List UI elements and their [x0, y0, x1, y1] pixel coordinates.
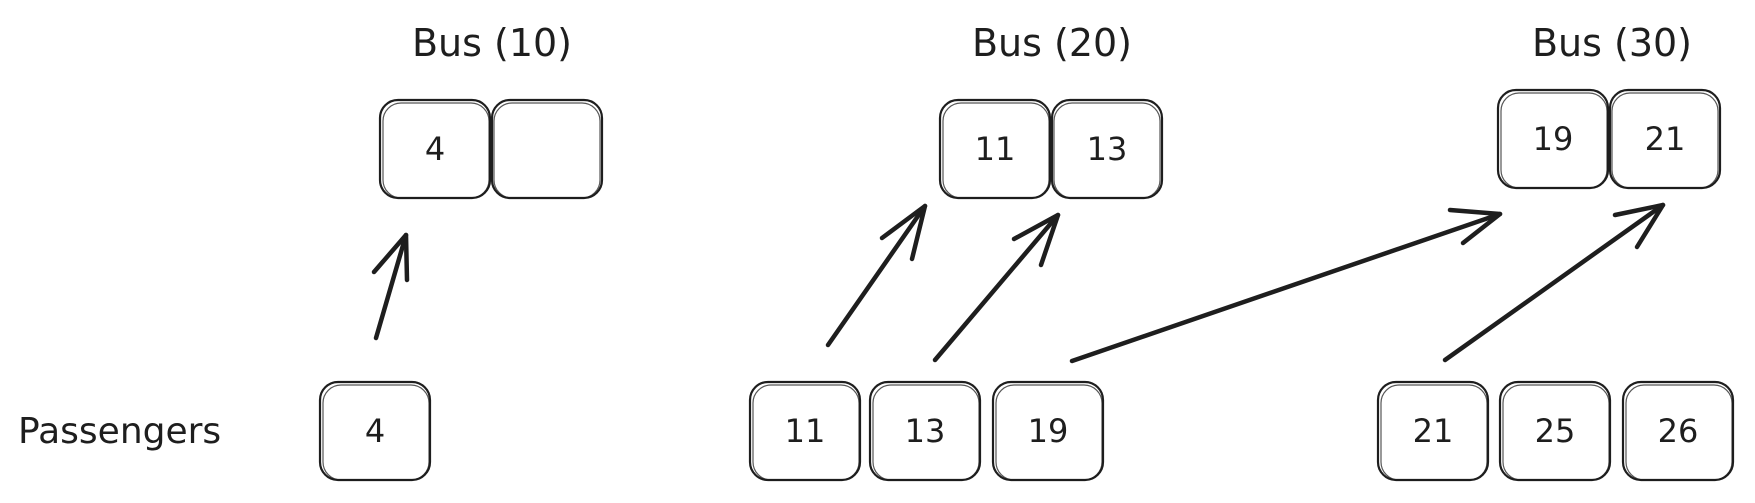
bus-3-slot-2-outline: [1611, 92, 1719, 189]
passenger-box-outline: [1502, 384, 1610, 481]
passenger-value: 25: [1535, 412, 1576, 450]
bus-3-slots: 19 21: [1496, 88, 1722, 190]
arrow-head-icon: [1011, 212, 1061, 268]
passenger-value: 4: [365, 412, 385, 450]
bus-1-slots: 4: [378, 98, 604, 200]
arrow-head-icon: [371, 232, 410, 283]
arrow-21-to-bus-30: [1442, 202, 1666, 363]
passenger-box-outline: [1625, 384, 1733, 481]
bus-3-slot-2-value: 21: [1645, 120, 1686, 158]
bus-title-2: Bus (20): [972, 21, 1132, 65]
bus-title-3: Bus (30): [1532, 21, 1692, 65]
arrow-11-to-bus-20: [825, 203, 928, 348]
arrow-4-to-bus-10: [373, 232, 409, 341]
passenger-box-outline: [995, 384, 1103, 481]
bus-1-slot-1-value: 4: [425, 130, 445, 168]
bus-2-slot-1-value: 11: [975, 130, 1016, 168]
arrow-13-to-bus-20: [932, 212, 1061, 363]
passenger-group-2: 11 13 19: [748, 380, 1105, 482]
bus-1-slot-1-outline: [382, 102, 490, 199]
arrow-19-to-bus-30: [1069, 211, 1503, 364]
passenger-box-outline: [872, 384, 980, 481]
bus-3-slot-1-value: 19: [1533, 120, 1574, 158]
arrow-head-icon: [1447, 207, 1503, 246]
passenger-value: 19: [1028, 412, 1069, 450]
bus-2-slot-1-outline: [942, 102, 1050, 199]
arrow-head-icon: [1612, 202, 1666, 250]
passenger-value: 21: [1413, 412, 1454, 450]
passenger-value: 13: [905, 412, 946, 450]
bus-1-slot-2-outline: [493, 102, 601, 199]
passenger-box-outline: [752, 384, 860, 481]
passenger-group-1: 4: [318, 380, 432, 482]
passenger-box-outline: [322, 384, 430, 481]
bus-3-slot-1-outline: [1500, 92, 1608, 189]
passenger-value: 26: [1658, 412, 1699, 450]
arrow-head-icon: [879, 203, 928, 262]
bus-2-slot-2-outline: [1053, 102, 1161, 199]
bus-2-slots: 11 13: [938, 98, 1164, 200]
passenger-value: 11: [785, 412, 826, 450]
assignment-arrows: [371, 202, 1666, 364]
passenger-box-outline: [1380, 384, 1488, 481]
bus-1-slot-2: [490, 98, 604, 200]
passenger-group-3: 21 25 26: [1376, 380, 1735, 482]
bus-title-1: Bus (10): [412, 21, 572, 65]
passengers-label: Passengers: [18, 411, 221, 452]
bus-2-slot-2-value: 13: [1087, 130, 1128, 168]
